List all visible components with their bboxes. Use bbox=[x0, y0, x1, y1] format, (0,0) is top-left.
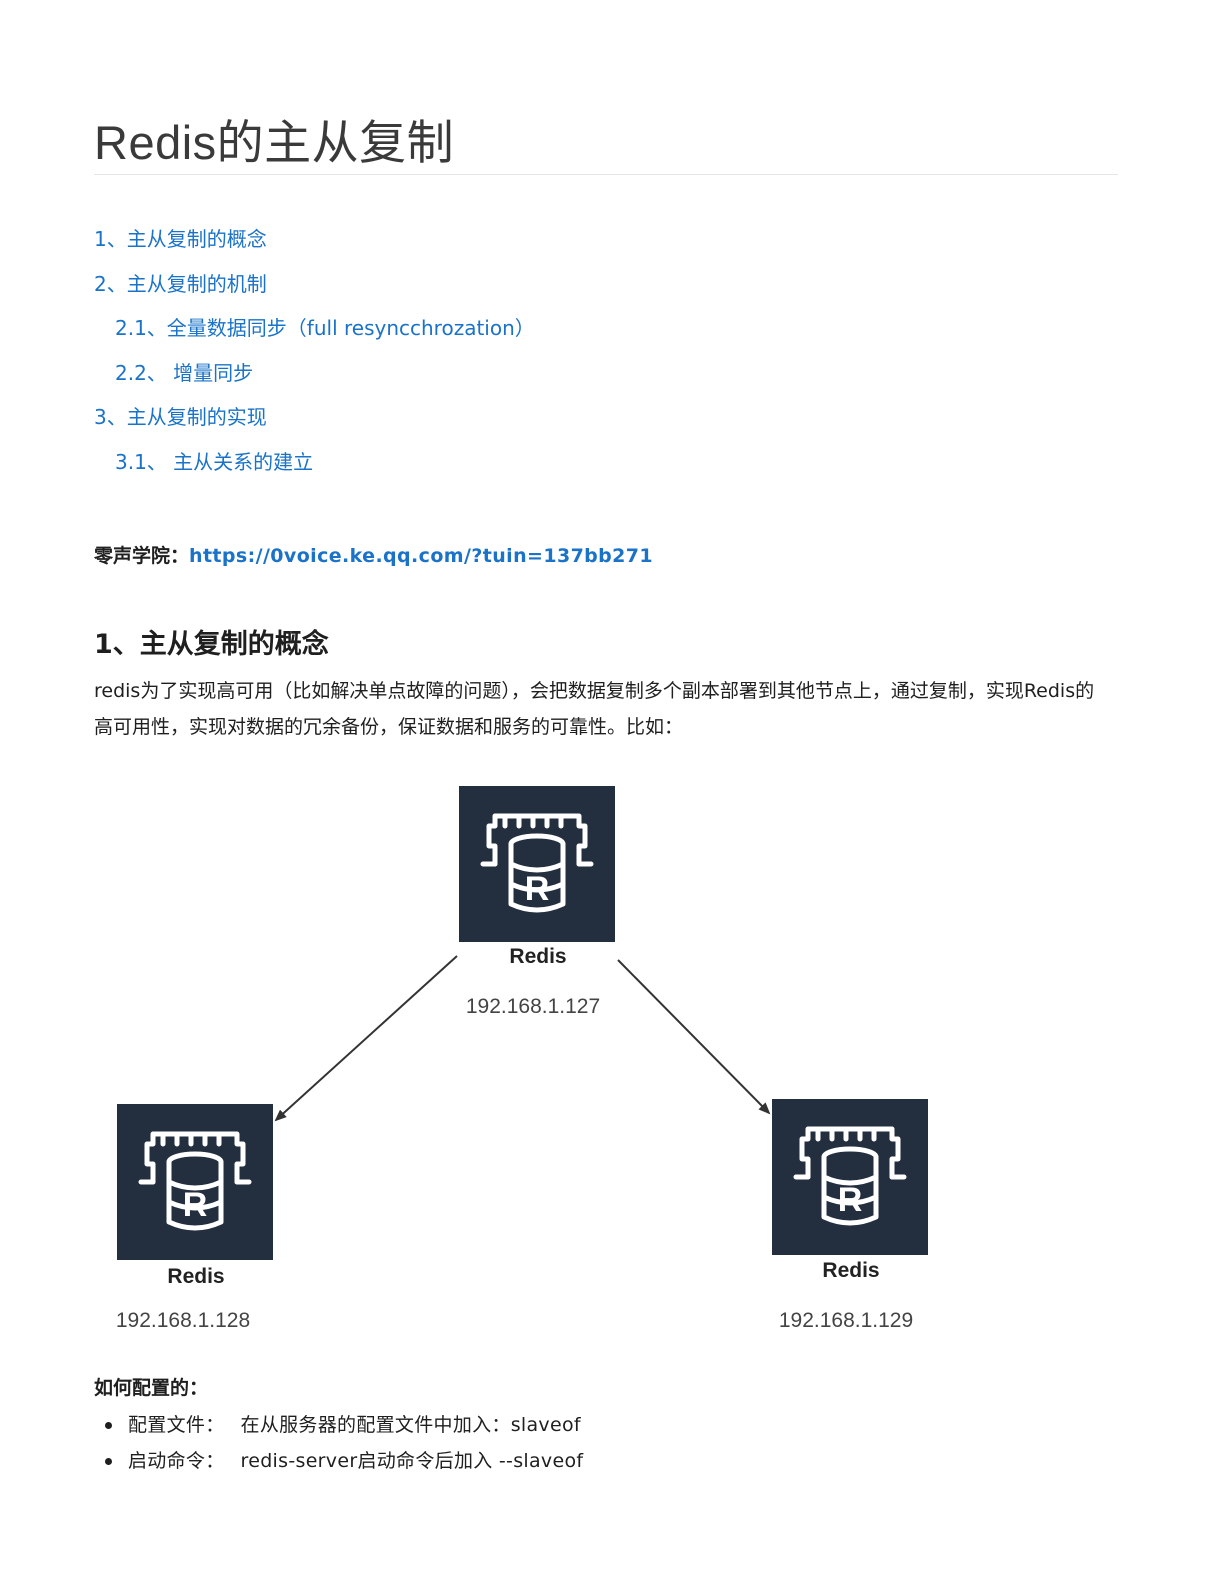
redis-node-replica-2: R Redis 192.168.1.129 bbox=[772, 1099, 928, 1332]
source-link[interactable]: https://0voice.ke.qq.com/?tuin=137bb271 bbox=[189, 545, 654, 567]
source-line: 零声学院：https://0voice.ke.qq.com/?tuin=137b… bbox=[94, 541, 653, 571]
arrow-master-to-replica-2 bbox=[617, 959, 771, 1115]
config-item-text: redis-server启动命令后加入 --slaveof bbox=[240, 1450, 584, 1472]
toc-link-2-1[interactable]: 2.1、全量数据同步（full resyncchrozation） bbox=[115, 316, 535, 340]
config-item-label: 启动命令： bbox=[128, 1450, 225, 1472]
config-list: 配置文件： 在从服务器的配置文件中加入：slaveof 启动命令： redis-se… bbox=[94, 1407, 583, 1479]
redis-icon-letter: R bbox=[838, 1181, 863, 1219]
node-ip: 192.168.1.129 bbox=[779, 1309, 913, 1332]
node-ip: 192.168.1.128 bbox=[116, 1309, 250, 1332]
bullet bbox=[105, 1422, 112, 1429]
section-heading-concept: 1、主从复制的概念 bbox=[94, 629, 329, 660]
config-item-file: 配置文件： 在从服务器的配置文件中加入：slaveof bbox=[94, 1407, 583, 1443]
source-label: 零声学院： bbox=[94, 545, 190, 567]
toc-link-1[interactable]: 1、主从复制的概念 bbox=[94, 227, 267, 251]
redis-node-master: R Redis 192.168.1.127 bbox=[459, 786, 615, 1018]
toc-link-2[interactable]: 2、主从复制的机制 bbox=[94, 272, 267, 296]
config-heading: 如何配置的： bbox=[94, 1377, 209, 1399]
config-item-label: 配置文件： bbox=[128, 1414, 225, 1436]
node-name: Redis bbox=[167, 1265, 224, 1288]
redis-icon-letter: R bbox=[183, 1186, 208, 1224]
toc-link-2-2[interactable]: 2.2、 增量同步 bbox=[115, 361, 254, 385]
replication-diagram: R Redis 192.168.1.127 R Redis 192.168.1.… bbox=[116, 770, 1224, 1332]
redis-icon-letter: R bbox=[525, 870, 550, 908]
redis-node-replica-1: R Redis 192.168.1.128 bbox=[116, 1104, 273, 1332]
concept-paragraph: redis为了实现高可用（比如解决单点故障的问题），会把数据复制多个副本部署到其… bbox=[94, 680, 1095, 738]
toc-link-3[interactable]: 3、主从复制的实现 bbox=[94, 405, 267, 429]
config-item-command: 启动命令： redis-server启动命令后加入 --slaveof bbox=[94, 1443, 583, 1479]
bullet bbox=[105, 1458, 112, 1465]
config-item-text: 在从服务器的配置文件中加入：slaveof bbox=[240, 1414, 581, 1436]
node-name: Redis bbox=[509, 945, 566, 968]
page-title: Redis的主从复制 bbox=[94, 116, 455, 169]
node-name: Redis bbox=[822, 1259, 879, 1282]
toc-link-3-1[interactable]: 3.1、 主从关系的建立 bbox=[115, 450, 314, 474]
arrow-master-to-replica-1 bbox=[274, 955, 458, 1122]
title-divider bbox=[94, 174, 1118, 175]
node-ip: 192.168.1.127 bbox=[466, 995, 600, 1018]
